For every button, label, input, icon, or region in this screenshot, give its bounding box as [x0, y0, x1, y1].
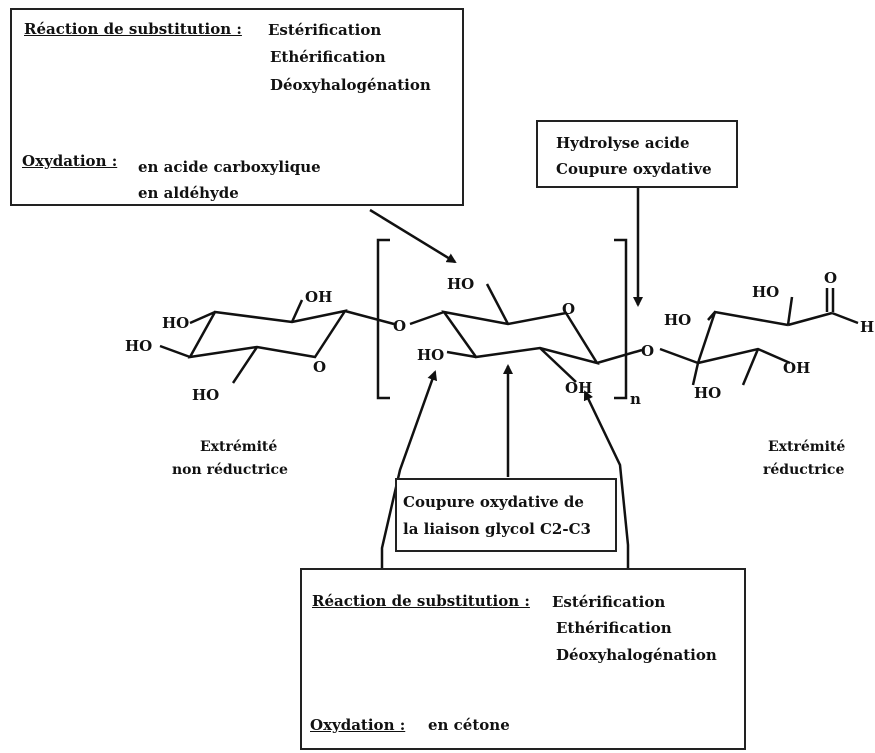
arrow-to-c6: [369, 208, 457, 264]
atom-ho: HO: [162, 314, 189, 332]
substitution-label: Réaction de substitution :: [312, 592, 530, 610]
hydrolysis-line: Hydrolyse acide: [556, 134, 690, 152]
atom-ho: HO: [192, 386, 219, 404]
atom-ho: HO: [664, 311, 691, 329]
left-end-label-line2: non réductrice: [172, 462, 288, 478]
hydrolysis-box: Hydrolyse acide Coupure oxydative: [536, 120, 738, 188]
arrow-to-c2-oh: [583, 390, 630, 568]
bottom-reaction-box: Réaction de substitution : Estérificatio…: [300, 568, 746, 750]
hydrolysis-line: Coupure oxydative: [556, 160, 712, 178]
atom-ho: HO: [447, 275, 474, 293]
substitution-item: Ethérification: [556, 619, 672, 637]
atom-o: O: [313, 358, 326, 376]
right-glucose-chain: [696, 310, 791, 365]
atom-h: H: [860, 318, 874, 336]
left-glucose-ring: [187, 309, 348, 359]
oxydation-label: Oxydation :: [22, 152, 118, 170]
substitution-item: Déoxyhalogénation: [270, 76, 431, 94]
oxydation-item: en cétone: [428, 716, 510, 734]
arrow-to-c3-oh: [380, 370, 438, 568]
atom-oh: OH: [565, 379, 592, 397]
left-end-label-line1: Extrémité: [200, 439, 277, 455]
atom-ho: HO: [752, 283, 779, 301]
atom-ho: HO: [417, 346, 444, 364]
top-left-reaction-box: Réaction de substitution : Estérificatio…: [10, 8, 464, 206]
substitution-item: Ethérification: [270, 48, 386, 66]
oxydation-item: en acide carboxylique: [138, 158, 321, 176]
repeat-bracket-left: [376, 238, 390, 400]
repeat-count-n: n: [630, 390, 641, 408]
glycol-cleavage-line: Coupure oxydative de: [403, 493, 584, 511]
atom-ho: HO: [125, 337, 152, 355]
atom-o: O: [824, 269, 837, 287]
substitution-label: Réaction de substitution :: [24, 20, 242, 38]
atom-o: O: [393, 317, 406, 335]
substitution-item: Déoxyhalogénation: [556, 646, 717, 664]
oxydation-label: Oxydation :: [310, 716, 406, 734]
glycol-cleavage-box: Coupure oxydative de la liaison glycol C…: [395, 478, 617, 552]
glycol-cleavage-line: la liaison glycol C2-C3: [403, 520, 591, 538]
atom-ho: HO: [694, 384, 721, 402]
substitution-item: Estérification: [552, 593, 666, 611]
atom-o: O: [641, 342, 654, 360]
substitution-item: Estérification: [268, 21, 382, 39]
right-end-label-line2: réductrice: [763, 462, 844, 478]
atom-o: O: [562, 300, 575, 318]
right-end-label-line1: Extrémité: [768, 439, 845, 455]
atom-oh: OH: [783, 359, 810, 377]
atom-oh: OH: [305, 288, 332, 306]
repeat-bracket-right: [614, 238, 628, 400]
oxydation-item: en aldéhyde: [138, 184, 239, 202]
